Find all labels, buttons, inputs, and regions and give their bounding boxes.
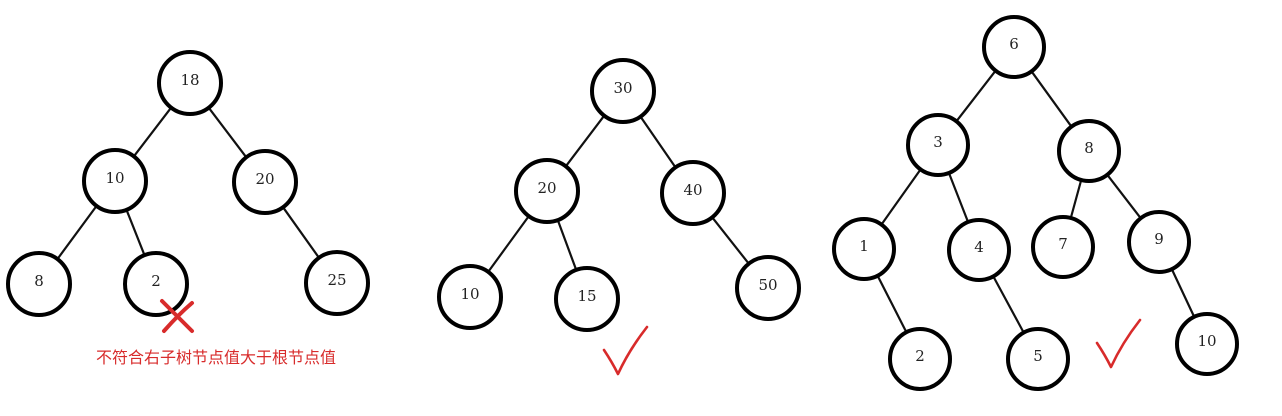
edge-10-8 (56, 204, 98, 261)
invalid-reason-note: 不符合右子树节点值大于根节点值 (96, 348, 336, 367)
edge-1-2 (876, 274, 908, 334)
edge-3-1 (880, 168, 922, 226)
node-label: 15 (577, 287, 596, 305)
node-8: 8 (6, 251, 72, 317)
node-label: 5 (1033, 347, 1043, 365)
edge-18-20 (207, 106, 248, 159)
node-label: 7 (1058, 235, 1068, 253)
node-20: 20 (514, 158, 580, 224)
node-label: 50 (758, 276, 777, 294)
node-label: 3 (933, 133, 943, 151)
node-circle (6, 251, 72, 317)
edge-8-9 (1106, 173, 1142, 220)
check-mark-icon (602, 325, 649, 376)
node-circle (906, 113, 970, 177)
node-circle (982, 15, 1046, 79)
node-circle (554, 266, 620, 332)
node-circle (123, 251, 189, 317)
tree-1-invalid-bst: 18 10 20 8 2 25 不符合右子树节点值大于根节点值 (6, 50, 370, 367)
node-label: 10 (1197, 332, 1216, 350)
node-circle (832, 217, 896, 281)
node-circle (514, 158, 580, 224)
node-2: 2 (888, 327, 952, 391)
node-7: 7 (1031, 215, 1095, 279)
node-label: 40 (683, 181, 702, 199)
node-circle (232, 149, 298, 215)
edge-6-3 (955, 69, 997, 123)
edge-20-10 (487, 215, 530, 273)
edge-20-25 (281, 206, 321, 259)
node-label: 30 (613, 79, 632, 97)
node-label: 2 (915, 347, 925, 365)
node-4: 4 (947, 218, 1011, 282)
node-18: 18 (157, 50, 223, 116)
edge-4-5 (992, 275, 1025, 334)
node-2: 2 (123, 251, 189, 317)
edge-3-4 (947, 171, 970, 224)
edge-6-8 (1030, 70, 1073, 128)
node-label: 8 (1084, 139, 1094, 157)
node-40: 40 (660, 160, 726, 226)
node-circle (304, 250, 370, 316)
node-15: 15 (554, 266, 620, 332)
edge-40-50 (711, 216, 750, 265)
node-label: 20 (255, 170, 274, 188)
edge-8-7 (1069, 178, 1083, 220)
node-1: 1 (832, 217, 896, 281)
node-circle (590, 58, 656, 124)
node-10: 10 (1175, 312, 1239, 376)
node-label: 20 (537, 179, 556, 197)
node-25: 25 (304, 250, 370, 316)
node-3: 3 (906, 113, 970, 177)
node-circle (735, 255, 801, 321)
node-label: 6 (1009, 35, 1019, 53)
node-label: 2 (151, 272, 161, 290)
node-6: 6 (982, 15, 1046, 79)
node-5: 5 (1006, 327, 1070, 391)
edge-18-10 (132, 106, 173, 158)
node-circle (157, 50, 223, 116)
edge-30-20 (564, 114, 606, 168)
node-circle (437, 264, 503, 330)
node-circle (1057, 119, 1121, 183)
node-8: 8 (1057, 119, 1121, 183)
node-9: 9 (1127, 210, 1191, 274)
node-50: 50 (735, 255, 801, 321)
cross-mark-icon (160, 299, 194, 333)
node-20: 20 (232, 149, 298, 215)
node-circle (947, 218, 1011, 282)
edge-20-15 (556, 219, 578, 271)
check-mark-icon (1095, 318, 1142, 369)
node-circle (1006, 327, 1070, 391)
node-label: 25 (327, 271, 346, 289)
node-circle (1031, 215, 1095, 279)
node-label: 9 (1154, 230, 1164, 248)
node-circle (888, 327, 952, 391)
node-label: 1 (859, 237, 869, 255)
node-label: 4 (974, 238, 984, 256)
edge-30-40 (639, 115, 677, 169)
edge-9-10 (1170, 268, 1196, 318)
node-label: 10 (460, 285, 479, 303)
node-circle (660, 160, 726, 226)
edge-10-2 (125, 208, 146, 257)
node-circle (1175, 312, 1239, 376)
node-label: 10 (105, 169, 124, 187)
tree-2-valid-bst: 30 20 40 10 15 50 (437, 58, 801, 376)
node-30: 30 (590, 58, 656, 124)
node-10: 10 (82, 148, 148, 214)
node-circle (1127, 210, 1191, 274)
node-10: 10 (437, 264, 503, 330)
node-label: 18 (180, 71, 199, 89)
node-label: 8 (34, 272, 44, 290)
node-circle (82, 148, 148, 214)
tree-3-valid-bst: 6 3 8 1 4 7 9 2 5 10 (832, 15, 1239, 391)
